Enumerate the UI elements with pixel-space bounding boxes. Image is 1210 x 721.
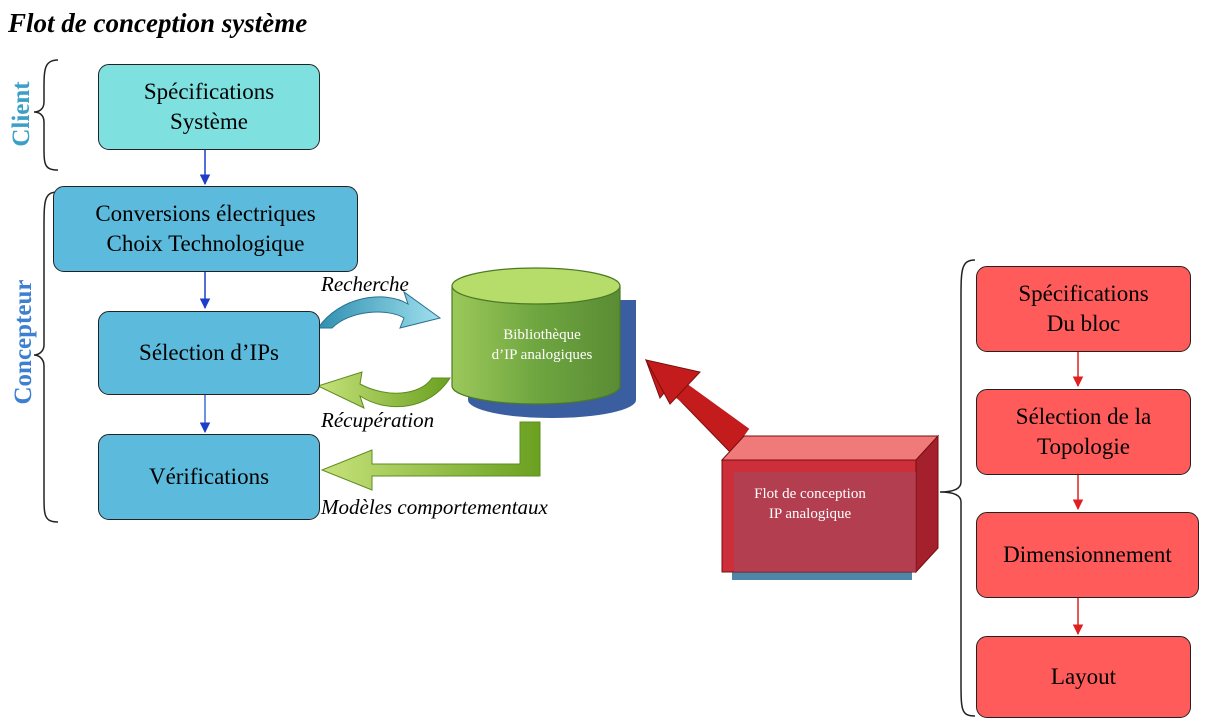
specifications-systeme-box: Spécifications Système xyxy=(98,64,320,150)
library-label: Bibliothèque d’IP analogiques xyxy=(491,327,593,364)
selection-topologie-box: Sélection de la Topologie xyxy=(976,389,1191,475)
modeles-arrow xyxy=(320,421,541,491)
ip-flow-brace xyxy=(939,259,976,717)
specifications-systeme-label: Spécifications Système xyxy=(143,79,275,134)
specifications-bloc-label: Spécifications Du bloc xyxy=(1018,281,1149,336)
library-cylinder xyxy=(451,267,636,418)
recherche-label: Recherche xyxy=(321,272,409,296)
page-title: Flot de conception système xyxy=(8,8,308,38)
recherche-arrow xyxy=(317,290,442,329)
selection-ips-label: Sélection d’IPs xyxy=(139,340,279,366)
recuperation-arrow xyxy=(316,371,451,409)
specifications-bloc-box: Spécifications Du bloc xyxy=(976,266,1191,352)
layout-label: Layout xyxy=(1050,664,1117,690)
verifications-box: Vérifications xyxy=(98,434,320,520)
ip-flow-cube xyxy=(720,434,940,580)
client-label: Client xyxy=(8,81,35,147)
modeles-label: Modèles comportementaux xyxy=(321,495,548,519)
selection-ips-box: Sélection d’IPs xyxy=(98,311,320,395)
selection-topologie-label: Sélection de la Topologie xyxy=(1015,404,1152,459)
cube-to-library-arrowhead xyxy=(645,359,701,405)
dimensionnement-box: Dimensionnement xyxy=(976,512,1199,598)
verifications-label: Vérifications xyxy=(148,464,270,490)
conversions-label: Conversions électriques Choix Technologi… xyxy=(95,201,316,256)
dimensionnement-label: Dimensionnement xyxy=(1003,542,1172,568)
conversions-box: Conversions électriques Choix Technologi… xyxy=(53,186,358,272)
ip-flow-label: Flot de conception IP analogique xyxy=(754,486,866,523)
recuperation-label: Récupération xyxy=(321,408,435,432)
layout-box: Layout xyxy=(976,636,1191,718)
concepteur-brace xyxy=(33,191,59,523)
concepteur-label: Concepteur xyxy=(10,279,37,405)
client-brace xyxy=(33,59,59,171)
